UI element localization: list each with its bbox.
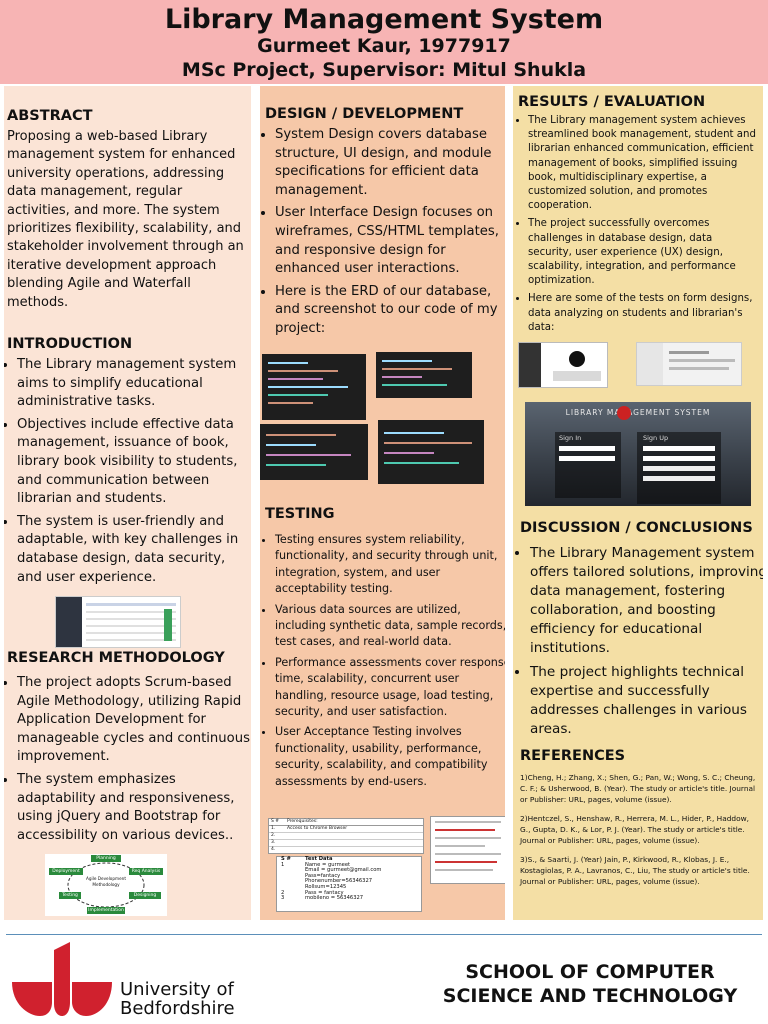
table-header: Test Data — [305, 856, 333, 862]
table-cell: Name = gurmeet — [305, 861, 351, 868]
introduction-list: The Library management system aims to si… — [7, 356, 247, 587]
table-cell: 3 — [281, 895, 285, 902]
list-item: Testing ensures system reliability, func… — [275, 532, 505, 598]
left-column: ABSTRACT Proposing a web-based Library m… — [4, 86, 251, 920]
login-page-title: LIBRARY MANAGEMENT SYSTEM — [565, 408, 711, 417]
results-list: The Library management system achieves s… — [518, 114, 759, 335]
list-item: The Library management system achieves s… — [528, 114, 759, 213]
school-name: SCHOOL OF COMPUTER SCIENCE AND TECHNOLOG… — [442, 961, 738, 1007]
agile-methodology-diagram: Planning Req Analysis Designing Implemen… — [45, 854, 167, 916]
table-cell: 2. — [271, 833, 276, 838]
list-item: User Acceptance Testing involves functio… — [275, 724, 505, 790]
reference-item: 1)Cheng, H.; Zhang, X.; Shen, G.; Pan, W… — [520, 773, 756, 804]
research-heading: RESEARCH METHODOLOGY — [7, 650, 225, 666]
university-name-line2: Bedfordshire — [120, 998, 235, 1019]
design-heading: DESIGN / DEVELOPMENT — [265, 106, 464, 122]
list-item: The project highlights technical experti… — [530, 663, 763, 739]
project-line: MSc Project, Supervisor: Mitul Shukla — [181, 59, 587, 81]
agile-stage-label: Implementation — [88, 908, 124, 913]
form-screenshot — [636, 342, 742, 386]
university-name: University of Bedfordshire — [120, 980, 235, 1018]
agile-stage-label: Planning — [96, 856, 116, 861]
references-heading: REFERENCES — [520, 748, 626, 764]
agile-stage-label: Req Analysis — [131, 869, 161, 874]
reference-item: 2)Hentczel, S., Henshaw, R., Herrera, M.… — [520, 814, 750, 845]
table-cell: Pass = fantacy — [305, 889, 344, 896]
table-cell: 1. — [271, 826, 276, 831]
poster-title: Library Management System — [164, 4, 604, 35]
list-item: The system is user-friendly and adaptabl… — [17, 513, 247, 587]
results-heading: RESULTS / EVALUATION — [518, 94, 706, 110]
list-item: The Library management system aims to si… — [17, 356, 247, 412]
table-header: Prerequisites: — [287, 819, 318, 824]
code-screenshot — [260, 424, 368, 480]
signup-label: Sign Up — [643, 434, 669, 442]
middle-column: DESIGN / DEVELOPMENT System Design cover… — [260, 86, 505, 920]
table-cell: 1 — [281, 861, 285, 868]
code-screenshot — [378, 420, 484, 484]
footer-divider — [6, 934, 762, 935]
code-screenshot — [262, 354, 366, 420]
list-item: Here is the ERD of our database, and scr… — [275, 283, 501, 339]
table-cell: 3. — [271, 840, 276, 845]
list-item: The project successfully overcomes chall… — [528, 217, 759, 288]
test-steps-table — [430, 816, 505, 884]
table-cell: Email = gurmeet@gmail.com — [305, 867, 382, 874]
table-cell: Access to Chrome Browser — [287, 826, 348, 831]
table-cell: Pass=fantacy — [305, 872, 341, 879]
list-item: Here are some of the tests on form desig… — [528, 292, 759, 335]
agile-stage-label: Testing — [62, 893, 78, 898]
table-header: S # — [281, 856, 291, 862]
agile-cycle-svg — [49, 855, 163, 914]
table-cell: Rollsum=12345 — [305, 883, 347, 890]
list-item: The Library Management system offers tai… — [530, 544, 763, 657]
form-screenshot — [518, 342, 608, 388]
reference-item: 3)S., & Saarti, J. (Year) Jain, P., Kirk… — [520, 855, 750, 886]
prerequisites-table: S # Prerequisites: 1. Access to Chrome Bro… — [268, 818, 424, 854]
abstract-heading: ABSTRACT — [7, 108, 93, 124]
list-item: Performance assessments cover response t… — [275, 655, 505, 721]
introduction-heading: INTRODUCTION — [7, 336, 133, 353]
table-cell: Phonenumber=56346327 — [305, 878, 373, 885]
university-logo-icon — [12, 942, 112, 1016]
admin-table-screenshot — [55, 596, 181, 648]
login-page-screenshot: LIBRARY MANAGEMENT SYSTEM Sign In Sign U… — [525, 402, 751, 506]
university-name-line1: University of — [120, 979, 234, 1000]
university-logo — [10, 942, 114, 1018]
agile-stage-label: Designing — [133, 893, 157, 898]
table-cell: 2 — [281, 889, 285, 896]
discussion-list: The Library Management system offers tai… — [520, 544, 763, 743]
signin-label: Sign In — [559, 434, 582, 442]
testing-list: Testing ensures system reliability, func… — [265, 532, 505, 794]
poster-header: Library Management System Gurmeet Kaur, … — [0, 0, 768, 84]
test-data-table: S # Test Data 1 Name = gurmeet Email = gur… — [276, 856, 422, 912]
agile-center-label: Agile Development Methodology — [86, 876, 126, 887]
design-list: System Design covers database structure,… — [265, 126, 501, 339]
discussion-heading: DISCUSSION / CONCLUSIONS — [520, 520, 753, 536]
references-list: 1)Cheng, H.; Zhang, X.; Shen, G.; Pan, W… — [520, 772, 760, 895]
author-line: Gurmeet Kaur, 1977917 — [257, 35, 511, 57]
abstract-text: Proposing a web-based Library management… — [7, 129, 244, 310]
agile-stage-label: Deployment — [52, 869, 80, 874]
list-item: The project adopts Scrum-based Agile Met… — [17, 674, 251, 767]
list-item: Various data sources are utilized, inclu… — [275, 602, 505, 651]
right-column: RESULTS / EVALUATION The Library managem… — [513, 86, 763, 920]
list-item: System Design covers database structure,… — [275, 126, 501, 200]
table-cell: mobileno = 56346327 — [305, 895, 364, 902]
list-item: Objectives include effective data manage… — [17, 416, 247, 509]
code-screenshot — [376, 352, 472, 398]
testing-heading: TESTING — [265, 506, 335, 522]
list-item: The system emphasizes adaptability and r… — [17, 771, 251, 845]
research-list: The project adopts Scrum-based Agile Met… — [7, 674, 251, 849]
table-cell: 4. — [271, 847, 276, 852]
list-item: User Interface Design focuses on wirefra… — [275, 204, 501, 278]
table-header: S # — [271, 819, 280, 824]
